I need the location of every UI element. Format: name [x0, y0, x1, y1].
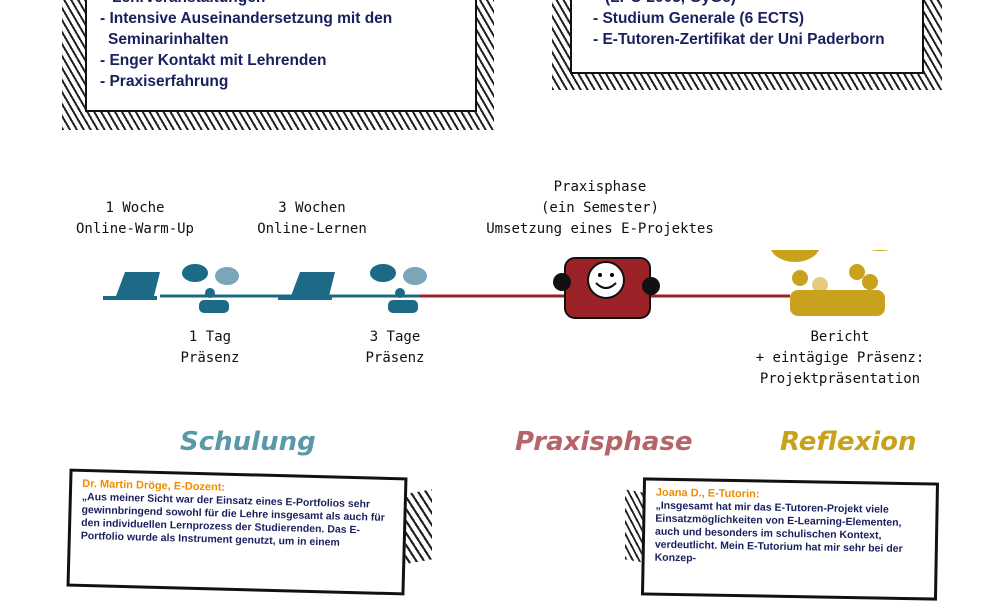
group-speech-bubbles-icon [771, 250, 889, 316]
label-praxisphase: Praxisphase (ein Semester) Umsetzung ein… [486, 179, 714, 237]
list-item: - E-Tutoren-Zertifikat der Uni Paderborn [593, 31, 885, 48]
list-item: Lehrveranstaltungen [100, 0, 392, 8]
heading-reflexion: Reflexion [780, 427, 917, 457]
list-item: - Studium Generale (6 ECTS) [593, 10, 805, 27]
quote-box-tutorin: Joana D., E-Tutorin: „Insgesamt hat mir … [640, 477, 940, 601]
list-item: - Enger Kontakt mit Lehrenden [100, 52, 327, 69]
quote-box-dozent: Dr. Martin Dröge, E-Dozent: „Aus meiner … [66, 468, 408, 596]
right-box-list: (LPO 2003, GyGe) - Studium Generale (6 E… [593, 0, 885, 50]
label-online-warm-up: 1 Woche Online-Warm-Up [75, 200, 194, 237]
telephone-smiley-icon [553, 257, 660, 319]
label-bericht: Bericht + eintägige Präsenz: Projektpräs… [755, 329, 925, 387]
right-box [570, 0, 924, 74]
list-item: - Intensive Auseinandersetzung mit den [100, 10, 393, 27]
left-box [85, 0, 477, 112]
quote-text: „Insgesamt hat mir das E-Tutoren-Projekt… [654, 499, 903, 565]
laptop-icon [278, 272, 335, 300]
label-online-lernen: 3 Wochen Online-Lernen [257, 200, 367, 237]
people-icon [182, 264, 239, 313]
label-3-tage-praesenz: 3 Tage Präsenz [365, 329, 425, 366]
list-item: - Praxiserfahrung [100, 73, 229, 90]
heading-praxisphase: Praxisphase [515, 427, 693, 457]
quote-text: „Aus meiner Sicht war der Einsatz eines … [80, 490, 385, 549]
list-item: (LPO 2003, GyGe) [593, 0, 885, 8]
laptop-icon [103, 272, 160, 300]
people-icon [370, 264, 427, 313]
timeline [103, 250, 889, 319]
label-1-tag-praesenz: 1 Tag Präsenz [180, 329, 240, 366]
list-item: Seminarinhalten [108, 31, 229, 48]
heading-schulung: Schulung [180, 427, 316, 457]
left-box-list: Lehrveranstaltungen - Intensive Auseinan… [100, 0, 392, 92]
